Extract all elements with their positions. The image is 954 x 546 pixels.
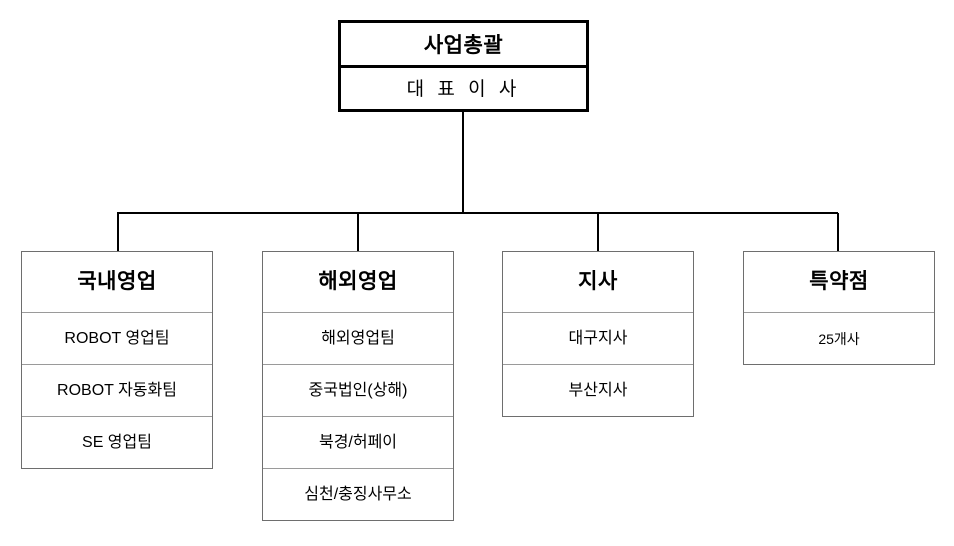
dept-item[interactable]: 북경/허페이 (263, 416, 453, 468)
dept-node-1[interactable]: 해외영업 해외영업팀 중국법인(상해) 북경/허페이 심천/충징사무소 (262, 251, 454, 521)
dept-item[interactable]: ROBOT 영업팀 (22, 312, 212, 364)
dept-item[interactable]: 중국법인(상해) (263, 364, 453, 416)
connector-drop-dept-3 (837, 213, 839, 251)
connector-drop-dept-1 (357, 213, 359, 251)
dept-title-1: 해외영업 (318, 270, 398, 293)
dept-title-2: 지사 (578, 270, 618, 293)
connector-drop-dept-0 (117, 213, 119, 251)
root-node-subtitle: 대 표 이 사 (406, 79, 521, 100)
root-node-title: 사업총괄 (341, 23, 586, 68)
dept-item[interactable]: SE 영업팀 (22, 416, 212, 468)
connector-vertical-root (462, 112, 464, 213)
dept-item[interactable]: 대구지사 (503, 312, 693, 364)
dept-title-0: 국내영업 (77, 270, 157, 293)
dept-item[interactable]: 25개사 (744, 312, 934, 364)
dept-title-3: 특약점 (809, 270, 869, 293)
root-node[interactable]: 사업총괄 대 표 이 사 (338, 20, 589, 112)
connector-drop-dept-2 (597, 213, 599, 251)
dept-item[interactable]: 해외영업팀 (263, 312, 453, 364)
dept-item[interactable]: 부산지사 (503, 364, 693, 416)
dept-node-2[interactable]: 지사 대구지사 부산지사 (502, 251, 694, 417)
dept-node-0[interactable]: 국내영업 ROBOT 영업팀 ROBOT 자동화팀 SE 영업팀 (21, 251, 213, 469)
dept-item[interactable]: ROBOT 자동화팀 (22, 364, 212, 416)
dept-node-3[interactable]: 특약점 25개사 (743, 251, 935, 365)
connector-horizontal-bus (117, 212, 838, 214)
dept-item[interactable]: 심천/충징사무소 (263, 468, 453, 520)
